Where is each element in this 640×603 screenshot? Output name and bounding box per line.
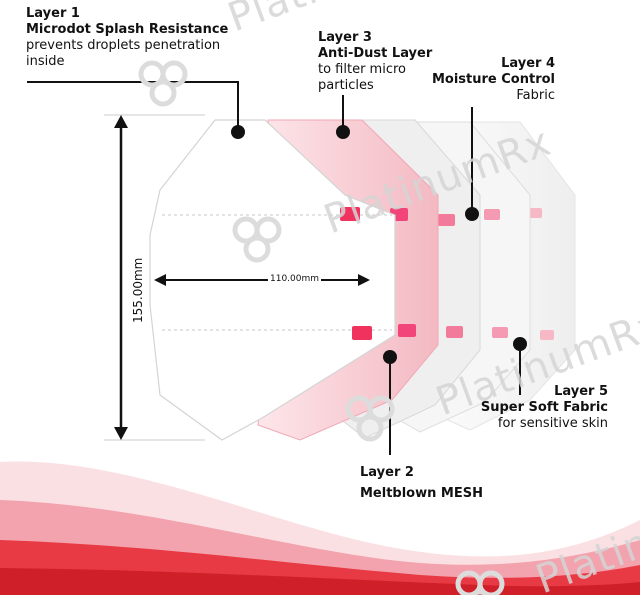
ear-loop-tab [340,207,360,221]
ear-loop-tab [484,209,500,220]
layer-4-title: Layer 4 [501,56,555,71]
layer-5-dot [513,337,527,351]
layer-1-desc-line: prevents droplets penetration [26,38,221,53]
watermark-logo-icons [138,60,505,595]
layer-3-title: Layer 3 [318,30,372,45]
layer-1-name: Microdot Splash Resistance [26,22,229,37]
layer-2-dot [383,350,397,364]
layer-1-dot [231,125,245,139]
layer-1-leader [27,81,239,132]
layer-5-name: Super Soft Fabric [480,400,608,415]
ear-loop-tab [352,326,372,340]
layer-3-label: Layer 3 Anti-Dust Layer to filter micro … [318,30,432,94]
layer-4-name: Moisture Control [431,72,555,87]
layer-4-desc-line: Fabric [516,88,555,103]
layer-1-desc-line: inside [26,54,65,69]
ear-loop-tab [540,330,554,340]
ear-loop-tab [528,208,542,218]
layer-3-dot [336,125,350,139]
layer-4-dot [465,207,479,221]
layer-2-label: Layer 2 Meltblown MESH [360,462,483,504]
height-dimension-line [104,114,205,441]
layer-3-desc-line: to filter micro [318,62,406,77]
width-dimension-line [154,274,370,286]
layer-3-name: Anti-Dust Layer [318,46,433,61]
ear-loop-tab [446,326,463,338]
layer-3-desc-line: particles [318,78,374,93]
layer-4-label: Layer 4 Moisture Control Fabric [432,56,555,104]
height-dimension-label: 155.00mm [130,255,146,325]
layer-5-label: Layer 5 Super Soft Fabric for sensitive … [481,384,608,432]
leader-dots [231,125,527,364]
ear-loop-tab [438,214,455,226]
width-dimension-label: 110.00mm [268,273,322,285]
ear-loop-tab [398,324,416,337]
layer-1-title: Layer 1 [26,6,80,21]
layer-5-title: Layer 5 [554,384,608,399]
layer-5-desc-line: for sensitive skin [497,416,608,431]
layer-1-label: Layer 1 Microdot Splash Resistance preve… [26,6,228,70]
ear-loop-tab [492,327,508,338]
layer-2-name: Meltblown MESH [360,486,483,501]
layer-2-title: Layer 2 [360,465,414,480]
